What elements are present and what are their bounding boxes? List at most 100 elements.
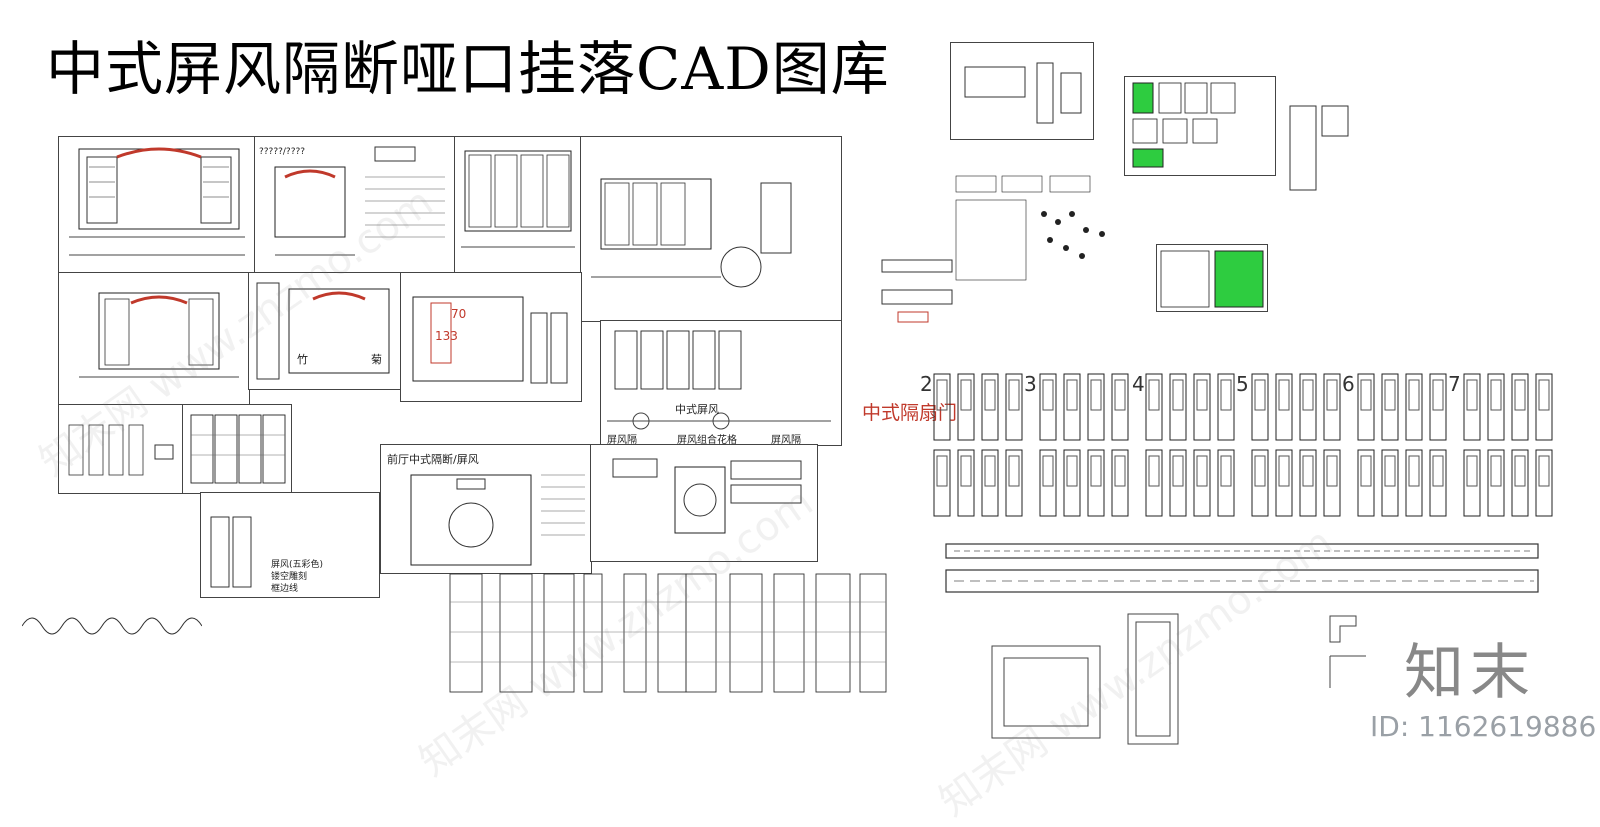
door-panel [1463,373,1481,441]
door-panel-lattice [1220,455,1232,487]
door-panel [1169,373,1187,441]
door-panels-drawing [933,373,1553,517]
bay-right-label: 屏风隔 [771,435,801,446]
sheet-arch-b: 竹 菊 [248,272,402,390]
door-panel-lattice [1302,379,1314,411]
door-panel [1193,373,1211,441]
panels-b-drawing [190,414,286,484]
door-panel [1039,449,1057,517]
group-number-2: 2 [920,372,933,396]
door-panel-lattice [1042,455,1054,487]
group-number-5: 5 [1236,372,1249,396]
door-panel-lattice [1066,379,1078,411]
door-panel [1511,373,1529,441]
lattice-windows-drawing [1132,82,1236,168]
door-panel-lattice [1408,455,1420,487]
door-panel-lattice [1302,455,1314,487]
brand-logo: 知末 [1404,638,1536,708]
door-panel [1275,373,1293,441]
elevation-c-drawing [461,150,575,248]
door-panel [1357,373,1375,441]
sheet-elevation-a [58,136,256,274]
sheet-arch-c: 70 133 [400,272,582,402]
door-panel-lattice [960,379,972,411]
sheet-arch-a [58,272,250,406]
door-panel [981,449,999,517]
door-panel-lattice [960,455,972,487]
door-panel [1217,449,1235,517]
door-panel-lattice [1466,379,1478,411]
door-panel [1275,449,1293,517]
arch-a-drawing [79,292,239,378]
door-panel [1251,449,1269,517]
door-panel-lattice [1090,379,1102,411]
door-panel-lattice [1326,379,1338,411]
door-panel [1323,373,1341,441]
gate-drawing [1160,250,1264,308]
door-panel-lattice [1220,379,1232,411]
orchid-label: 菊 [371,353,382,366]
sheet-panels-b [182,404,292,494]
door-panel [1299,373,1317,441]
door-panel-lattice [1466,455,1478,487]
panels-c-drawing [210,516,252,588]
door-panel-lattice [1172,455,1184,487]
bay-left-label: 屏风隔 [607,435,637,446]
door-panel [933,449,951,517]
door-panel-lattice [1432,455,1444,487]
ornament-catalog [955,175,1105,281]
sheet-panels-a [58,404,184,494]
dim-133-label: 133 [435,329,458,343]
door-panel-lattice [1148,455,1160,487]
door-panel-lattice [1538,379,1550,411]
door-panel [1111,373,1129,441]
sheet-panels-c: 屏风(五彩色) 镂空雕刻 框边线 [200,492,380,598]
door-panel [1005,449,1023,517]
door-panel [1193,449,1211,517]
door-panel-lattice [1514,379,1526,411]
ornaments-drawing [612,458,802,534]
door-panel [1323,449,1341,517]
door-panel-lattice [984,379,996,411]
screen-detail-label: 屏风组合花格 [677,435,737,446]
sheet-elevation-c [454,136,582,274]
door-panel [1381,373,1399,441]
fret-borders [945,543,1539,593]
panels-a-drawing [68,424,174,476]
door-panel-lattice [1538,455,1550,487]
elevation-a-drawing [69,147,245,256]
door-panel [933,373,951,441]
door-panel-lattice [984,455,996,487]
door-panel [1169,449,1187,517]
door-panel-lattice [1254,379,1266,411]
door-panel [1405,449,1423,517]
door-panel-lattice [1360,455,1372,487]
door-panel [957,449,975,517]
door-panel-lattice [1408,379,1420,411]
bench-ornament [881,259,953,323]
elevation-d-drawing [591,178,792,288]
door-panel [1535,373,1553,441]
sheet-furniture [950,42,1094,140]
door-panel-lattice [1196,379,1208,411]
door-panel [1111,449,1129,517]
door-panel [1429,373,1447,441]
door-panel [1299,449,1317,517]
door-panel-lattice [1172,379,1184,411]
door-panel-lattice [1278,379,1290,411]
cloud-border [22,617,202,635]
sheet-lattice-windows [1124,76,1276,176]
dim-70-label: 70 [451,307,467,321]
door-panel [1005,373,1023,441]
door-panel-lattice [1254,455,1266,487]
door-panel-lattice [1008,379,1020,411]
note-carve-label: 镂空雕刻 [271,572,308,582]
sheet-elevation-d [580,136,842,322]
sheet-hall-partition: 前厅中式隔断/屏风 [380,444,592,574]
door-panel-lattice [936,379,948,411]
door-panel [1145,373,1163,441]
door-panel-lattice [1278,455,1290,487]
door-panel [1217,373,1235,441]
door-panel-lattice [1384,379,1396,411]
hall-label: 前厅中式隔断/屏风 [387,453,479,466]
